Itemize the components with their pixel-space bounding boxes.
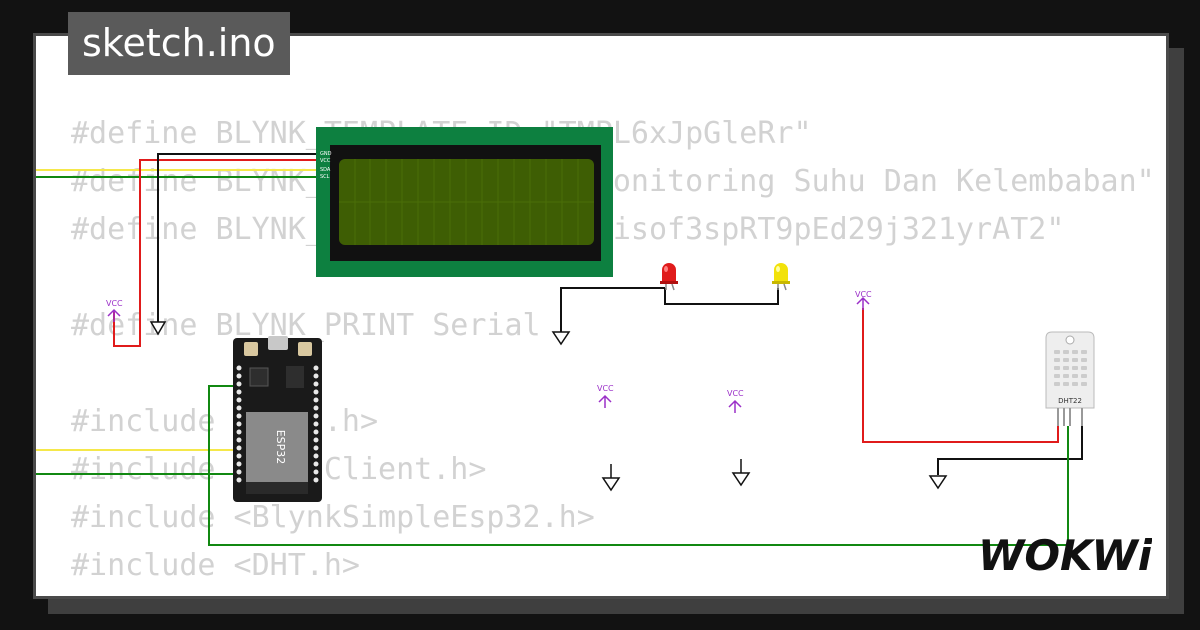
esp32-module — [246, 412, 308, 482]
wire-green-dht-data — [208, 385, 1069, 546]
vcc-symbol: VCC — [106, 299, 123, 322]
wokwi-logo-text: WOKWi — [978, 531, 1152, 580]
led-red[interactable] — [660, 263, 678, 291]
ground-symbol — [928, 475, 948, 490]
lcd-pin-vcc: VCC — [320, 158, 331, 164]
wire-black-led-gnd — [560, 287, 665, 332]
svg-text:VCC: VCC — [106, 299, 123, 308]
lcd-pin-gnd: GND — [320, 151, 332, 157]
vcc-symbol: VCC — [597, 384, 614, 408]
vcc-symbol: VCC — [855, 290, 872, 310]
code-line: #define BLYNK_PRINT Serial — [71, 308, 541, 343]
wire-black-dht-gnd — [937, 426, 1083, 475]
lcd-pin-sda: SDA — [320, 167, 331, 173]
usb-port — [268, 336, 288, 350]
project-filename[interactable]: sketch.ino — [68, 12, 290, 75]
svg-text:VCC: VCC — [597, 384, 614, 393]
ground-symbol — [731, 459, 751, 487]
code-line: #include <BlynkSimpleEsp32.h> — [71, 500, 595, 535]
wire-red-dht-vcc — [862, 308, 1059, 443]
svg-text:VCC: VCC — [727, 389, 744, 398]
dht22-sensor[interactable]: DHT22 — [1045, 331, 1095, 426]
ground-symbol — [149, 321, 167, 336]
wire-black-lcd-gnd — [157, 153, 316, 322]
code-line: #include <DHT.h> — [71, 548, 360, 583]
dht22-label: DHT22 — [1058, 397, 1082, 405]
ground-symbol — [601, 464, 621, 492]
wokwi-logo[interactable]: WOKWi — [976, 524, 1152, 580]
wire-red-lcd-vcc — [113, 159, 316, 347]
ground-symbol — [551, 331, 571, 346]
wire-black-led-link — [664, 288, 779, 305]
svg-text:VCC: VCC — [855, 290, 872, 299]
led-yellow[interactable] — [772, 263, 790, 291]
esp32-board[interactable]: ESP32 — [233, 336, 322, 502]
lcd-pin-scl: SCL — [320, 174, 330, 180]
lcd-display[interactable]: GND VCC SDA SCL — [316, 127, 613, 277]
vcc-symbol: VCC — [727, 389, 744, 413]
esp32-label: ESP32 — [274, 430, 287, 465]
